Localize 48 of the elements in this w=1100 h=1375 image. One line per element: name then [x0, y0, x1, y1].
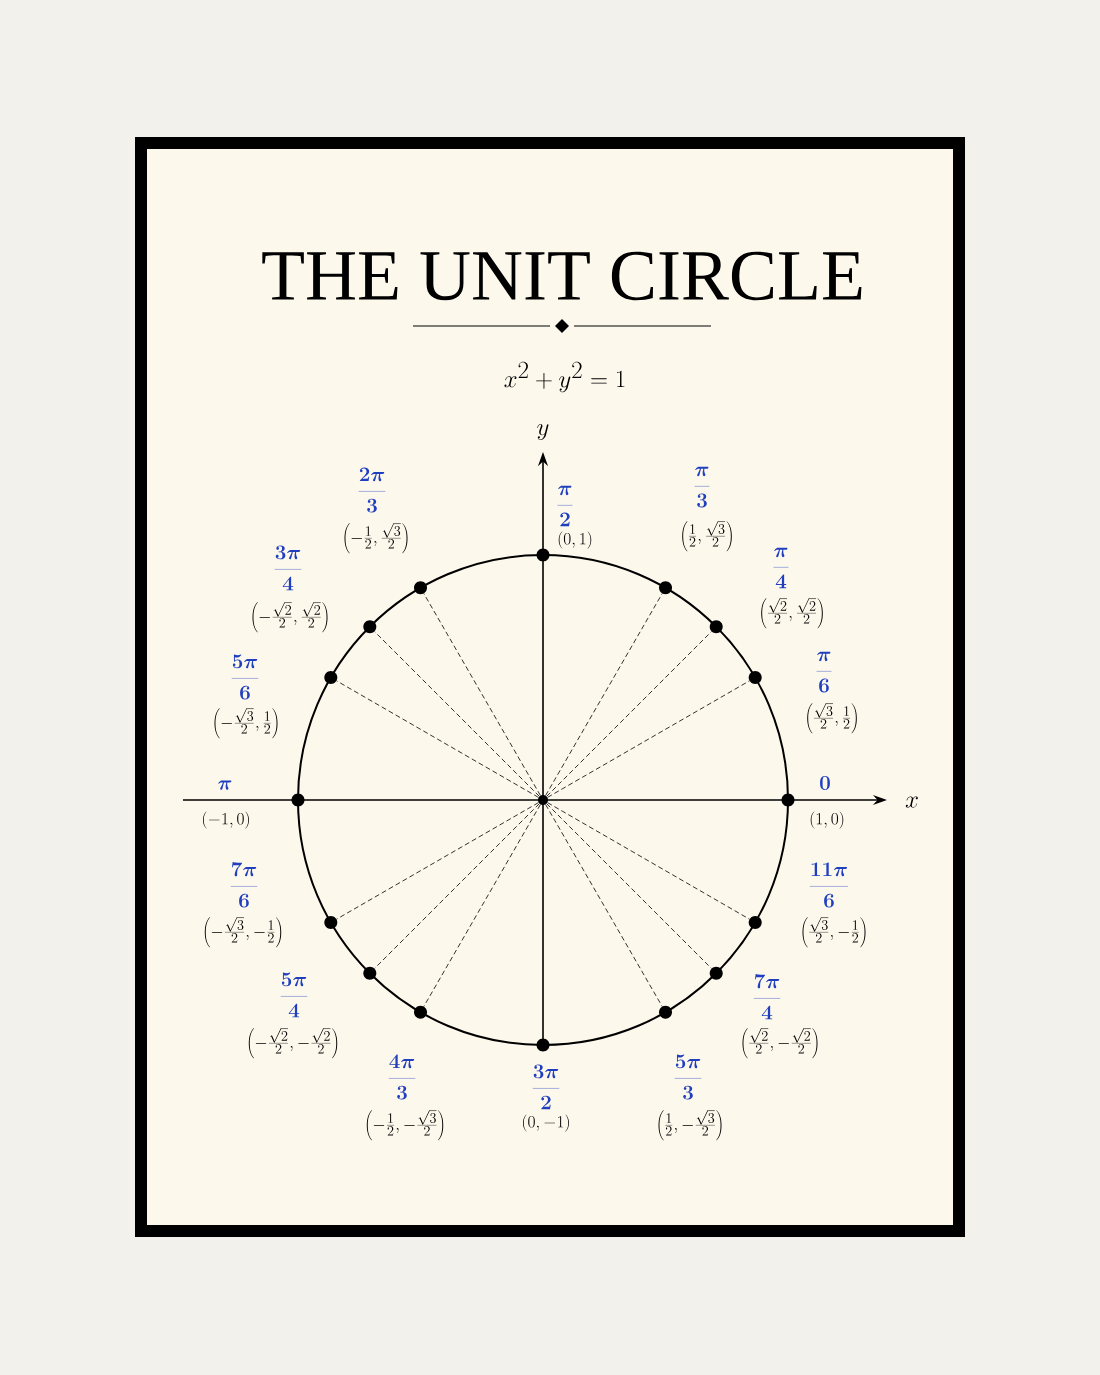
- dashed-radius-line: [336, 680, 539, 798]
- dashed-radius-line: [545, 804, 663, 1007]
- angle-label: $\frac{11\pi}{6}$: [809, 862, 849, 908]
- dashed-radius-line: [423, 804, 541, 1007]
- axis-label: $y$: [537, 424, 549, 440]
- angle-label: $\pi$: [218, 780, 232, 790]
- dashed-radius-line: [374, 803, 540, 969]
- angle-label: $\frac{\pi}{2}$: [557, 485, 573, 527]
- coordinate-label: $\left(-\frac{\sqrt{2}}{2}, -\frac{\sqrt{2}}{2}\right)$: [248, 1028, 338, 1059]
- title: THE UNIT CIRCLE: [262, 251, 862, 301]
- angle-label: $\frac{7\pi}{6}$: [230, 862, 258, 908]
- dashed-radius-line: [545, 593, 663, 796]
- angle-label: $\frac{\pi}{6}$: [816, 651, 832, 693]
- coordinate-label: $\left(\frac{1}{2}, -\frac{\sqrt{3}}{2}\right)$: [658, 1110, 722, 1141]
- coordinate-label: $\left(\frac{\sqrt{3}}{2}, -\frac{1}{2}\right)$: [802, 917, 866, 948]
- dashed-radius-line: [546, 631, 712, 797]
- angle-label: $\frac{7\pi}{4}$: [753, 974, 781, 1020]
- dashed-radius-line: [547, 680, 750, 798]
- coordinate-label: $\left(-\frac{\sqrt{2}}{2}, \frac{\sqrt{2}}{2}\right)$: [252, 602, 328, 633]
- angle-label: $\frac{2\pi}{3}$: [358, 467, 386, 513]
- angle-label: $\frac{5\pi}{6}$: [231, 654, 259, 700]
- dashed-radius-line: [336, 802, 539, 920]
- coordinate-label: $\left(-\frac{\sqrt{3}}{2}, \frac{1}{2}\right)$: [214, 708, 278, 739]
- coordinate-label: $\left(\frac{\sqrt{3}}{2}, \frac{1}{2}\right)$: [807, 703, 857, 734]
- dashed-radius-line: [546, 803, 712, 969]
- dashed-radius-line: [374, 631, 540, 797]
- angle-label: $\frac{3\pi}{2}$: [532, 1064, 560, 1110]
- coordinate-label: $\left(-\frac{1}{2}, -\frac{\sqrt{3}}{2}\right)$: [366, 1110, 444, 1141]
- coordinate-label: $(-1, 0)$: [203, 811, 249, 829]
- angle-label: $\frac{\pi}{4}$: [773, 547, 789, 589]
- coordinate-label: $(1, 0)$: [810, 811, 844, 829]
- coordinate-label: $\left(-\frac{\sqrt{3}}{2}, -\frac{1}{2}\right)$: [204, 917, 282, 948]
- axis-label: $x$: [905, 796, 918, 808]
- dashed-radius-line: [423, 593, 541, 796]
- angle-label: $\frac{4\pi}{3}$: [388, 1054, 416, 1100]
- coordinate-label: $(0, 1)$: [558, 531, 592, 549]
- angle-label: $\frac{3\pi}{4}$: [274, 545, 302, 591]
- coordinate-label: $\left(\frac{1}{2}, \frac{\sqrt{3}}{2}\right)$: [682, 521, 732, 552]
- coordinate-label: $\left(\frac{\sqrt{2}}{2}, -\frac{\sqrt{2}}{2}\right)$: [742, 1028, 818, 1059]
- angle-label: $\frac{5\pi}{3}$: [674, 1054, 702, 1100]
- angle-label: $\frac{5\pi}{4}$: [280, 972, 308, 1018]
- dashed-radius-line: [547, 802, 750, 920]
- angle-label: $\frac{\pi}{3}$: [694, 466, 710, 508]
- equation: $x^2 + y^2 = 1$: [504, 361, 625, 393]
- coordinate-label: $\left(\frac{\sqrt{2}}{2}, \frac{\sqrt{2}}{2}\right)$: [761, 598, 823, 629]
- coordinate-label: $\left(-\frac{1}{2}, \frac{\sqrt{3}}{2}\right)$: [344, 523, 408, 554]
- coordinate-label: $(0, -1)$: [523, 1114, 569, 1132]
- angle-label: $0$: [820, 776, 830, 790]
